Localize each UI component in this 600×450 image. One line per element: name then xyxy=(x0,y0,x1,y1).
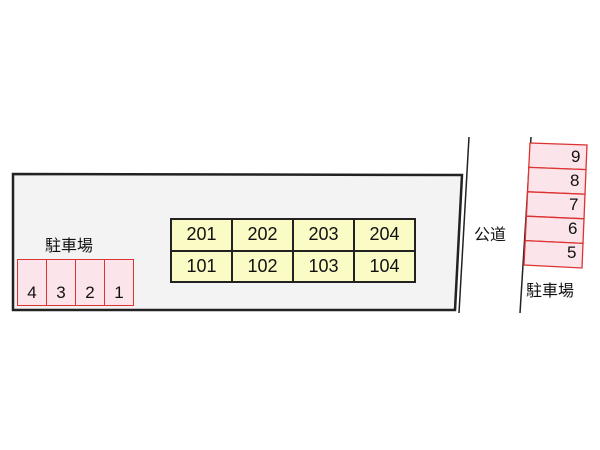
road-label: 公道 xyxy=(474,225,507,244)
unit-202: 202 xyxy=(232,219,293,251)
parking-space-cell xyxy=(523,239,584,269)
unit-102: 102 xyxy=(232,250,293,282)
parking-space-2: 2 xyxy=(76,260,105,305)
unit-104: 104 xyxy=(354,250,415,282)
parking-right xyxy=(523,142,588,269)
parking-left: 4 3 2 1 xyxy=(17,259,134,306)
parking-space-4: 4 xyxy=(18,260,47,305)
parking-space-8: 8 xyxy=(570,171,580,190)
unit-103: 103 xyxy=(293,250,354,282)
parking-space-6: 6 xyxy=(568,219,578,238)
parking-space-1: 1 xyxy=(114,283,124,302)
road-edge-left xyxy=(458,136,470,314)
parking-space-5: 5 xyxy=(567,243,577,262)
unit-101: 101 xyxy=(171,250,232,282)
unit-203: 203 xyxy=(293,219,354,251)
parking-left-label: 駐車場 xyxy=(45,236,94,255)
parking-space-3: 3 xyxy=(47,260,76,305)
parking-right-label: 駐車場 xyxy=(526,281,575,300)
parking-space-7: 7 xyxy=(569,195,579,214)
parking-space-9: 9 xyxy=(571,147,581,166)
unit-204: 204 xyxy=(354,219,415,251)
building: 201 202 203 204 101 102 103 104 xyxy=(170,218,416,283)
unit-201: 201 xyxy=(171,219,232,251)
